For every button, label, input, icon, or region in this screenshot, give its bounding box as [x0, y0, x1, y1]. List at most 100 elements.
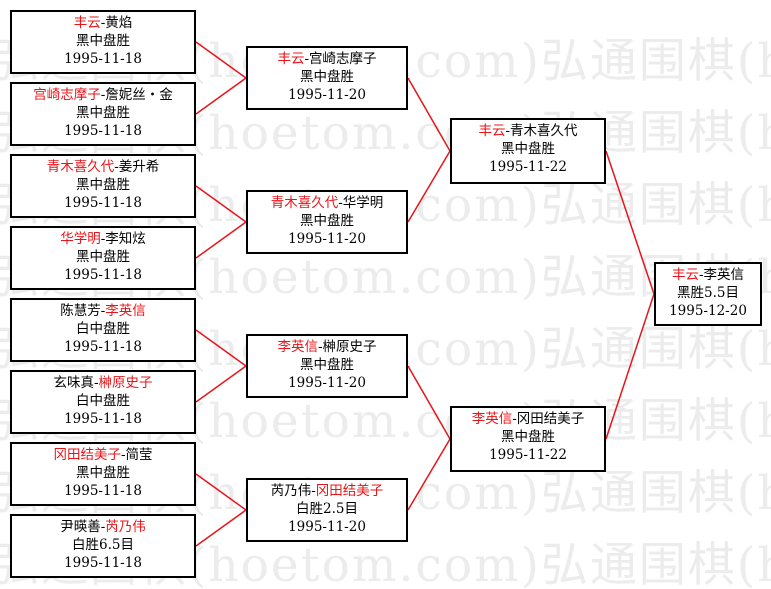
bracket-line: [407, 150, 451, 223]
match-date: 1995-11-20: [288, 87, 366, 103]
match-players: 丰云-黄焰: [12, 14, 194, 32]
match-date: 1995-11-18: [64, 123, 142, 139]
match-players: 丰云-李英信: [656, 266, 760, 284]
player-name: 榊原史子: [322, 339, 377, 355]
player-name: 青木喜久代: [510, 123, 578, 139]
player-name: 华学明: [60, 231, 101, 247]
player-name: 宫崎志摩子: [33, 87, 101, 103]
player-name: 李英信: [277, 339, 318, 355]
player-name: 丰云: [671, 267, 699, 283]
match-date: 1995-12-20: [669, 303, 747, 319]
match-date: 1995-11-20: [288, 375, 366, 391]
match-date: 1995-11-22: [489, 447, 567, 463]
bracket-line: [195, 365, 247, 403]
bracket-line: [195, 473, 247, 511]
match-players: 丰云-青木喜久代: [452, 122, 604, 140]
bracket-line: [195, 221, 247, 259]
vs-dash: -: [304, 51, 310, 67]
bracket-line: [605, 150, 655, 295]
vs-dash: -: [311, 483, 316, 499]
player-name: 芮乃伟: [270, 483, 312, 499]
match-players: 芮乃伟-冈田结美子: [248, 482, 406, 500]
vs-dash: -: [512, 411, 517, 427]
player-name: 詹妮丝・金: [105, 87, 173, 103]
match-players: 陈慧芳-李英信: [12, 302, 194, 320]
match-box: 玄味真-榊原史子白中盘胜 1995-11-18: [10, 370, 196, 434]
vs-dash: -: [100, 231, 106, 247]
match-date: 1995-11-22: [489, 159, 567, 175]
match-box: 冈田结美子-简莹黑中盘胜 1995-11-18: [10, 442, 196, 506]
player-name: 李英信: [703, 267, 745, 283]
match-date: 1995-11-18: [64, 195, 142, 211]
match-result: 黑中盘胜: [501, 429, 555, 445]
bracket-line: [195, 509, 247, 547]
match-result: 黑中盘胜: [300, 213, 354, 229]
match-result: 黑中盘胜: [76, 249, 130, 265]
match-result: 黑中盘胜: [76, 33, 130, 49]
match-players: 华学明-李知炫: [12, 230, 194, 248]
vs-dash: -: [338, 195, 343, 211]
match-date: 1995-11-20: [288, 231, 366, 247]
player-name: 青木喜久代: [270, 195, 339, 211]
bracket-line: [195, 77, 247, 115]
match-date: 1995-11-18: [64, 411, 142, 427]
match-result: 黑中盘胜: [76, 465, 130, 481]
player-name: 宫崎志摩子: [309, 51, 377, 67]
match-players: 尹暎善-芮乃伟: [12, 518, 194, 536]
bracket-line: [605, 293, 655, 440]
player-name: 青木喜久代: [46, 159, 115, 175]
match-result: 黑中盘胜: [501, 141, 555, 157]
player-name: 冈田结美子: [315, 483, 384, 499]
player-name: 玄味真: [53, 375, 94, 391]
match-players: 玄味真-榊原史子: [12, 374, 194, 392]
player-name: 冈田结美子: [53, 447, 121, 463]
player-name: 简莹: [125, 447, 153, 463]
match-date: 1995-11-18: [64, 51, 142, 67]
match-result: 黑中盘胜: [76, 105, 130, 121]
match-box: 丰云-青木喜久代黑中盘胜 1995-11-22: [450, 118, 606, 184]
match-result: 黑中盘胜: [300, 69, 354, 85]
match-players: 丰云-宫崎志摩子: [248, 50, 406, 68]
match-result: 黑胜5.5目: [677, 285, 739, 301]
bracket-line: [195, 329, 247, 367]
match-result: 白中盘胜: [76, 393, 130, 409]
player-name: 李知炫: [105, 231, 146, 247]
player-name: 黄焰: [105, 15, 133, 31]
player-name: 冈田结美子: [516, 411, 585, 427]
vs-dash: -: [114, 159, 119, 175]
player-name: 丰云: [73, 15, 101, 31]
player-name: 华学明: [342, 195, 384, 211]
vs-dash: -: [93, 375, 99, 391]
match-date: 1995-11-18: [64, 555, 142, 571]
match-players: 青木喜久代-华学明: [248, 194, 406, 212]
match-date: 1995-11-20: [288, 519, 366, 535]
bracket-line: [407, 77, 451, 152]
match-date: 1995-11-18: [64, 483, 142, 499]
player-name: 尹暎善: [60, 519, 101, 535]
vs-dash: -: [505, 123, 511, 139]
vs-dash: -: [100, 15, 106, 31]
player-name: 丰云: [277, 51, 305, 67]
player-name: 芮乃伟: [105, 519, 146, 535]
vs-dash: -: [120, 447, 126, 463]
match-players: 青木喜久代-姜升希: [12, 158, 194, 176]
vs-dash: -: [698, 267, 704, 283]
vs-dash: -: [100, 519, 106, 535]
bracket-line: [195, 185, 247, 223]
match-date: 1995-11-18: [64, 267, 142, 283]
bracket-line: [407, 438, 451, 511]
bracket-line: [195, 41, 247, 79]
vs-dash: -: [100, 303, 106, 319]
